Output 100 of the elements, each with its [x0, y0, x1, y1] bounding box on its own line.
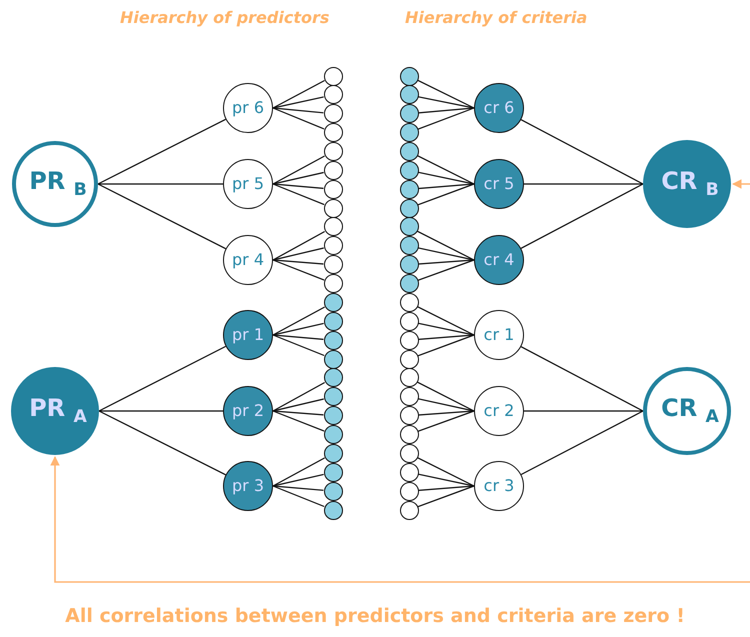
item-circle: [400, 236, 418, 256]
item-circle: [324, 236, 342, 256]
item-circle: [400, 104, 418, 124]
connector-line: [418, 410, 474, 416]
connector-line: [418, 410, 474, 432]
item-circle: [400, 274, 418, 294]
connector-line: [418, 96, 474, 109]
connector-line: [272, 183, 324, 189]
connector-line: [272, 306, 325, 336]
item-circle: [400, 292, 418, 312]
item-circle: [324, 123, 342, 142]
connector-line: [417, 306, 474, 336]
connector-line: [417, 382, 474, 412]
connector-line: [272, 259, 324, 265]
item-circle: [400, 255, 418, 274]
variable-label: cr 6: [484, 100, 514, 116]
connector-line: [417, 80, 474, 109]
variable-label: pr 2: [232, 403, 264, 419]
item-circle: [400, 350, 418, 369]
item-circle: [324, 425, 342, 444]
connector-line: [272, 230, 325, 261]
item-circle: [400, 312, 418, 331]
connector-line: [418, 398, 474, 412]
connector-line: [272, 183, 324, 206]
variable-circle: [223, 83, 273, 133]
variable-circle: [474, 83, 524, 133]
item-circle: [400, 387, 418, 406]
connector-line: [418, 107, 474, 130]
connector-line: [272, 80, 325, 109]
connector-line: [272, 410, 324, 416]
connector-line: [272, 155, 325, 185]
variable-label: pr 1: [232, 327, 264, 343]
item-circle: [324, 274, 342, 294]
variable-circle: [223, 461, 273, 511]
column-heading: Hierarchy of predictors: [120, 8, 330, 27]
variable-circle: [474, 159, 524, 209]
connector-line: [524, 183, 643, 185]
variable-label: pr 3: [232, 478, 264, 494]
item-circle: [400, 198, 418, 218]
feedback-arrow: [50, 456, 750, 583]
feedback-arrow: [732, 179, 750, 189]
connector-line: [272, 322, 324, 336]
item-circle: [400, 444, 418, 463]
item-circle: [400, 142, 418, 161]
item-circle: [324, 444, 342, 463]
variable-circle: [474, 386, 524, 436]
connector-line: [418, 183, 474, 190]
connector-line: [418, 334, 474, 340]
variable-label: cr 1: [484, 327, 514, 343]
caption: All correlations between predictors and criteria are zero !: [64, 605, 686, 627]
item-circle: [324, 330, 342, 350]
connector-line: [418, 474, 474, 487]
variable-circle: [474, 310, 524, 360]
connector-line: [98, 183, 226, 250]
connector-line: [524, 410, 643, 412]
variable-circle: [474, 235, 524, 285]
connector-line: [98, 410, 226, 476]
connector-line: [272, 334, 324, 340]
connector-line: [272, 259, 324, 281]
item-circle: [324, 255, 342, 274]
item-circle: [400, 217, 418, 236]
connector-line: [418, 259, 474, 281]
connector-line: [520, 183, 644, 249]
item-circle: [400, 180, 418, 199]
connector-line: [272, 107, 324, 114]
item-circle: [400, 462, 418, 482]
connector-line: [272, 410, 324, 432]
item-circle: [400, 500, 418, 520]
category-label: PR $_{B}$: [29, 168, 87, 200]
connector-line: [417, 457, 474, 487]
connector-line: [272, 334, 324, 356]
item-circle: [400, 425, 418, 444]
variable-label: pr 6: [232, 100, 264, 116]
item-circle: [400, 330, 418, 350]
connector-line: [418, 334, 474, 356]
connector-line: [417, 155, 474, 185]
connector-line: [418, 183, 474, 206]
connector-line: [418, 485, 474, 491]
connector-line: [272, 247, 324, 261]
item-circle: [400, 123, 418, 142]
variable-circle: [474, 461, 524, 511]
connector-line: [418, 322, 474, 336]
variable-label: cr 4: [484, 252, 514, 268]
connector-line: [418, 172, 474, 185]
item-circle: [324, 462, 342, 482]
item-circle: [324, 180, 342, 199]
item-circle: [400, 368, 418, 388]
item-circle: [324, 368, 342, 388]
item-circle: [324, 482, 342, 501]
variable-circle: [223, 386, 273, 436]
connector-line: [520, 346, 644, 412]
connector-line: [272, 485, 324, 508]
variable-label: cr 5: [484, 176, 514, 192]
connector-line: [418, 485, 474, 508]
connector-line: [520, 410, 644, 476]
item-circle: [324, 85, 342, 104]
item-circle: [324, 292, 342, 312]
connector-line: [418, 247, 474, 261]
variable-circle: [223, 310, 273, 360]
connector-line: [98, 183, 223, 185]
